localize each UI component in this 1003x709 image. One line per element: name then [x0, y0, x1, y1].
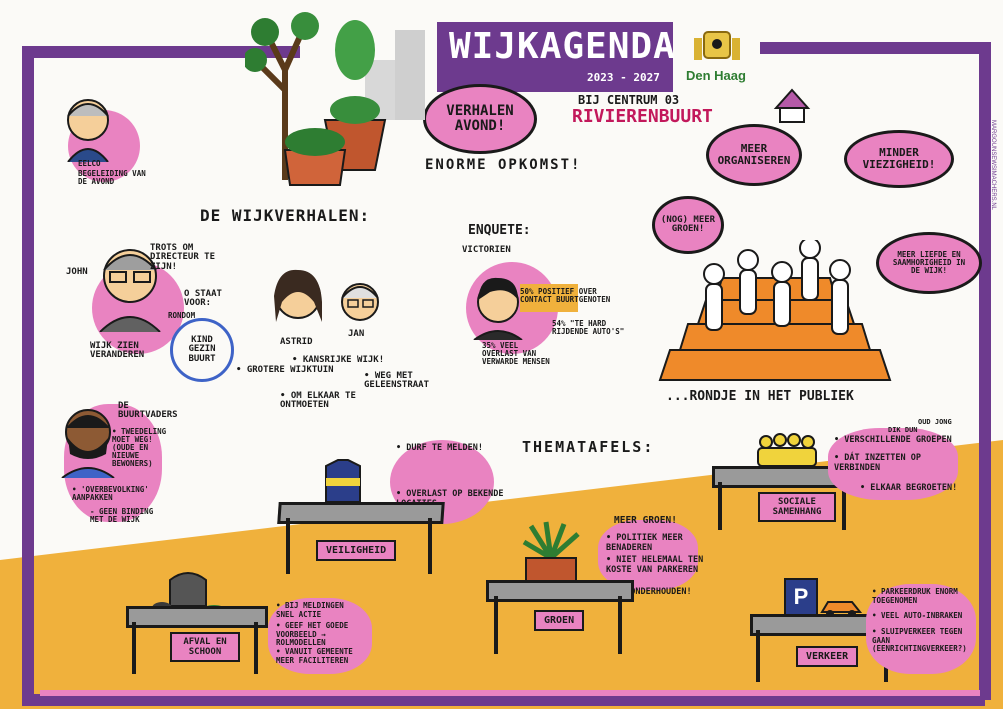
sociale-note-5: • ELKAAR BEGROETEN! — [860, 483, 958, 493]
parking-sign-icon: P — [784, 578, 818, 616]
sociale-note-2: DIK DUN — [888, 426, 918, 434]
verkeer-note-3: • SLUIPVERKEER TEGEN GAAN (EENRICHTINGVE… — [872, 627, 967, 654]
verkeer-notes-blob — [866, 584, 976, 674]
afval-note-2: • GEEF HET GOEDE VOORBEELD → ROLMODELLEN — [276, 621, 349, 648]
sociale-note-1: OUD JONG — [918, 418, 952, 426]
table-leg — [842, 482, 846, 530]
sociale-note-3: • VERSCHILLENDE GROEPEN — [834, 435, 952, 445]
rondom-label: RONDOM — [168, 311, 196, 320]
police-jacket-icon — [325, 459, 361, 503]
eelco-name: EELCO — [78, 159, 101, 168]
groen-note-3: • NIET HELEMAAL TEN KOSTE VAN PARKEREN — [606, 555, 704, 575]
sociale-notes-blob — [828, 428, 958, 500]
meer-organiseren-bubble: MEER ORGANISEREN — [706, 124, 802, 186]
neighbourhood-label: RIVIERENBUURT — [572, 106, 713, 127]
kansrijke-text: • KANSRIJKE WIJK! — [292, 355, 385, 365]
groen-note-4: • ONDERHOUDEN! — [620, 587, 692, 597]
groen-note-1: MEER GROEN! — [614, 515, 677, 526]
city-logo-text: Den Haag — [686, 68, 746, 83]
eelco-avatar — [67, 99, 109, 162]
verkeer-note-1: • PARKEERDRUK ENORM TOEGENOMEN — [872, 587, 958, 605]
table-leg — [428, 518, 432, 574]
groen-note-2: • POLITIEK MEER BENADEREN — [606, 533, 683, 553]
plants-illustration — [245, 12, 425, 186]
enquete-stat1: 50% POSITIEF OVER CONTACT BUURTGENOTEN — [520, 287, 611, 304]
sociale-sign: SOCIALE SAMENHANG — [758, 492, 836, 522]
rondje-publiek-text: ...RONDJE IN HET PUBLIEK — [666, 389, 854, 404]
jan-name: JAN — [348, 329, 365, 339]
table-leg — [286, 518, 290, 574]
om-elkaar-text: • OM ELKAAR TE ONTMOETEN — [280, 391, 356, 411]
buurtvaders-title: DE BUURTVADERS — [118, 401, 178, 421]
afval-notes-blob — [268, 598, 372, 674]
wijkverhalen-heading: DE WIJKVERHALEN: — [200, 206, 371, 225]
verkeer-sign: VERKEER — [796, 646, 859, 667]
afval-table — [126, 606, 268, 628]
geen-binding-text: - GEEN BINDING MET DE WIJK — [90, 507, 154, 524]
page-title: WIJKAGENDA — [449, 26, 676, 67]
john-avatar — [99, 249, 161, 332]
plant-box-icon — [522, 521, 580, 585]
john-quote: TROTS OM DIRECTEUR TE ZIJN! — [150, 243, 216, 272]
tweedeling-text: • TWEEDELING MOET WEG! (OUDE EN NIEUWE B… — [112, 427, 167, 468]
area-label: BIJ CENTRUM 03 — [578, 93, 680, 107]
stairs-audience-illustration — [658, 240, 892, 381]
artist-credit: MARGOUNSEWSIMACHERS.NL — [990, 120, 996, 211]
table-leg — [494, 596, 498, 654]
astrid-jan-avatars — [274, 269, 379, 322]
veiligheid-sign: VEILIGHEID — [316, 540, 397, 561]
verkeer-note-2: • VEEL AUTO-INBRAKEN — [872, 611, 963, 620]
afval-sign: AFVAL EN SCHOON — [170, 632, 240, 662]
verhalen-avond-bubble: VERHALEN AVOND! — [423, 84, 537, 154]
groen-sign: GROEN — [534, 610, 585, 631]
table-leg — [254, 622, 258, 674]
john-name: JOHN — [66, 267, 88, 277]
minder-viezigheid-bubble: MINDER VIEZIGHEID! — [844, 130, 954, 188]
stat1-highlight — [520, 284, 578, 312]
table-leg — [618, 596, 622, 654]
o-staat-label: O STAAT VOOR: — [184, 289, 222, 309]
victorien-name: VICTORIEN — [462, 245, 511, 255]
eelco-role: BEGELEIDING VAN DE AVOND — [78, 169, 146, 186]
victorien-avatar — [473, 277, 523, 340]
grotere-wijktuin-text: • GROTERE WIJKTUIN — [236, 365, 334, 375]
groen-table — [486, 580, 634, 602]
den-haag-crest-icon — [690, 28, 744, 68]
kind-gezin-buurt-circle: KIND GEZIN BUURT — [170, 318, 234, 382]
veiligheid-note-1: • DURF TE MELDEN! — [396, 443, 483, 453]
overbevolking-text: • 'OVERBEVOLKING' AANPAKKEN — [72, 485, 149, 502]
turnout-text: ENORME OPKOMST! — [425, 157, 582, 173]
veiligheid-table — [277, 502, 445, 524]
thematafels-heading: THEMATAFELS: — [522, 438, 655, 456]
enquete-stat2: 54% "TE HARD RIJDENDE AUTO'S" — [552, 319, 625, 336]
meer-liefde-bubble: MEER LIEFDE EN SAAMHORIGHEID IN DE WIJK! — [876, 232, 982, 294]
groen-notes-blob — [598, 520, 698, 590]
astrid-name: ASTRID — [280, 337, 313, 347]
title-banner: WIJKAGENDA 2023 - 2027 — [437, 22, 676, 92]
afval-note-3: • VANUIT GEMEENTE MEER FACILITEREN — [276, 647, 353, 665]
tent-icon — [773, 88, 811, 123]
sociale-note-4: • DÁT INZETTEN OP VERBINDEN — [834, 453, 921, 473]
people-group-icon — [757, 433, 817, 467]
enquete-stat3: 35% VEEL OVERLAST VAN VERWARDE MENSEN — [482, 341, 550, 366]
table-leg — [132, 622, 136, 674]
enquete-heading: ENQUETE: — [468, 223, 531, 238]
years-label: 2023 - 2027 — [587, 71, 660, 84]
table-leg — [756, 630, 760, 682]
table-leg — [718, 482, 722, 530]
weg-met-text: • WEG MET GELEENSTRAAT — [364, 371, 430, 391]
buurtvader-avatar — [61, 409, 115, 478]
nog-meer-groen-bubble: (NOG) MEER GROEN! — [652, 196, 724, 254]
wijk-zien-text: WIJK ZIEN VERANDEREN — [90, 341, 145, 361]
afval-note-1: • BIJ MELDINGEN SNEL ACTIE — [276, 601, 344, 619]
